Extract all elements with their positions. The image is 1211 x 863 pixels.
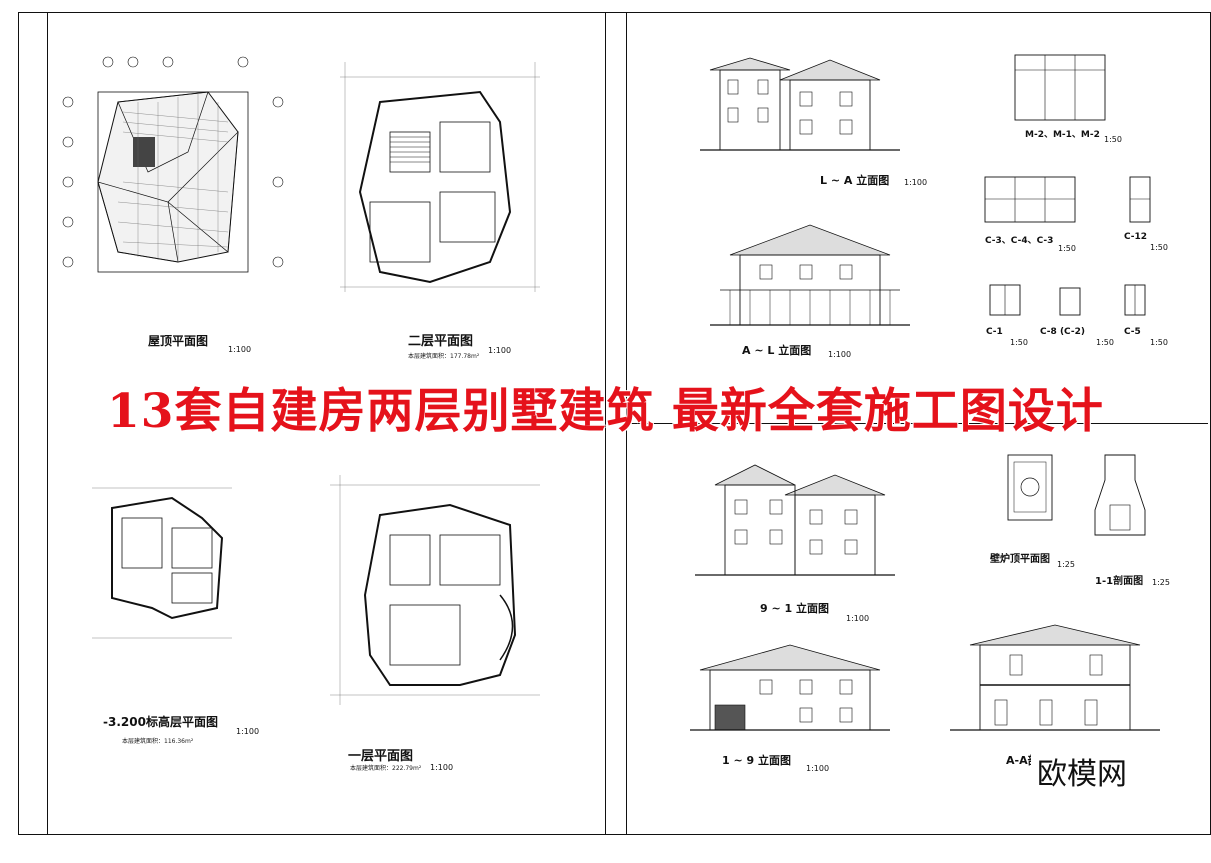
window-c-title: C-3、C-4、C-3 [985, 236, 1054, 246]
window-c1-detail [989, 284, 1021, 316]
elevation-la-drawing [700, 57, 900, 151]
brand-watermark-logo: 欧模网 [1031, 749, 1133, 793]
basement-area-note: 本层建筑面积：116.36m² [122, 738, 194, 745]
fireplace-plan-drawing [1007, 454, 1053, 521]
promo-banner-title: 13套自建房两层别墅建筑 最新全套施工图设计 [107, 384, 1104, 439]
section-11-title: 1-1剖面图 [1095, 576, 1144, 587]
left-sheet-title-strip [47, 13, 48, 834]
second-floor-plan-title: 二层平面图 [408, 334, 474, 349]
window-c12-scale: 1:50 [1150, 243, 1168, 252]
door-m-scale: 1:50 [1104, 135, 1122, 144]
window-c8-detail [1059, 287, 1081, 316]
elevation-19-title: 1 ~ 9 立面图 [722, 754, 792, 767]
window-c5-scale: 1:50 [1150, 338, 1168, 347]
window-c-scale: 1:50 [1058, 244, 1076, 253]
window-c1-title: C-1 [986, 327, 1003, 337]
first-floor-plan-scale: 1:100 [430, 763, 454, 772]
window-c12-detail [1129, 176, 1151, 223]
fireplace-scale: 1:25 [1057, 560, 1075, 569]
roof-plan-title: 屋顶平面图 [148, 334, 209, 348]
elevation-la-title: L ~ A 立面图 [820, 174, 890, 187]
elevation-al-drawing [710, 224, 910, 326]
elevation-al-scale: 1:100 [828, 350, 852, 359]
right-sheet-divider [626, 423, 1208, 424]
roof-plan-drawing [62, 56, 284, 273]
basement-plan-drawing [92, 487, 232, 639]
elevation-91-title: 9 ~ 1 立面图 [760, 602, 830, 615]
window-c8-scale: 1:50 [1096, 338, 1114, 347]
section-aa-drawing [950, 624, 1160, 731]
door-m-title: M-2、M-1、M-2 [1025, 130, 1100, 140]
first-floor-plan-title: 一层平面图 [348, 749, 414, 764]
basement-plan-title: -3.200标高层平面图 [103, 715, 218, 729]
window-c1-scale: 1:50 [1010, 338, 1028, 347]
elevation-91-scale: 1:100 [846, 614, 870, 623]
window-c8-title: C-8 (C-2) [1040, 327, 1085, 337]
second-floor-plan-drawing [340, 62, 540, 292]
window-c12-title: C-12 [1124, 232, 1148, 242]
elevation-91-drawing [695, 464, 895, 576]
second-floor-plan-scale: 1:100 [488, 346, 512, 355]
elevation-al-title: A ~ L 立面图 [742, 344, 812, 357]
door-m-detail [1014, 54, 1106, 121]
basement-plan-scale: 1:100 [236, 727, 260, 736]
first-floor-area-note: 本层建筑面积：222.79m² [350, 765, 422, 772]
second-floor-area-note: 本层建筑面积：177.78m² [408, 353, 480, 360]
window-c5-detail [1124, 284, 1146, 316]
section-11-drawing [1094, 454, 1146, 536]
first-floor-plan-drawing [330, 475, 540, 705]
elevation-19-scale: 1:100 [806, 764, 830, 773]
fireplace-title: 壁炉顶平面图 [990, 554, 1050, 565]
window-c5-title: C-5 [1124, 327, 1141, 337]
elevation-la-scale: 1:100 [904, 178, 928, 187]
window-c-detail [984, 176, 1076, 223]
elevation-19-drawing [690, 644, 890, 731]
right-drawing-sheet [605, 12, 1211, 835]
roof-plan-scale: 1:100 [228, 345, 252, 354]
section-11-scale: 1:25 [1152, 578, 1170, 587]
